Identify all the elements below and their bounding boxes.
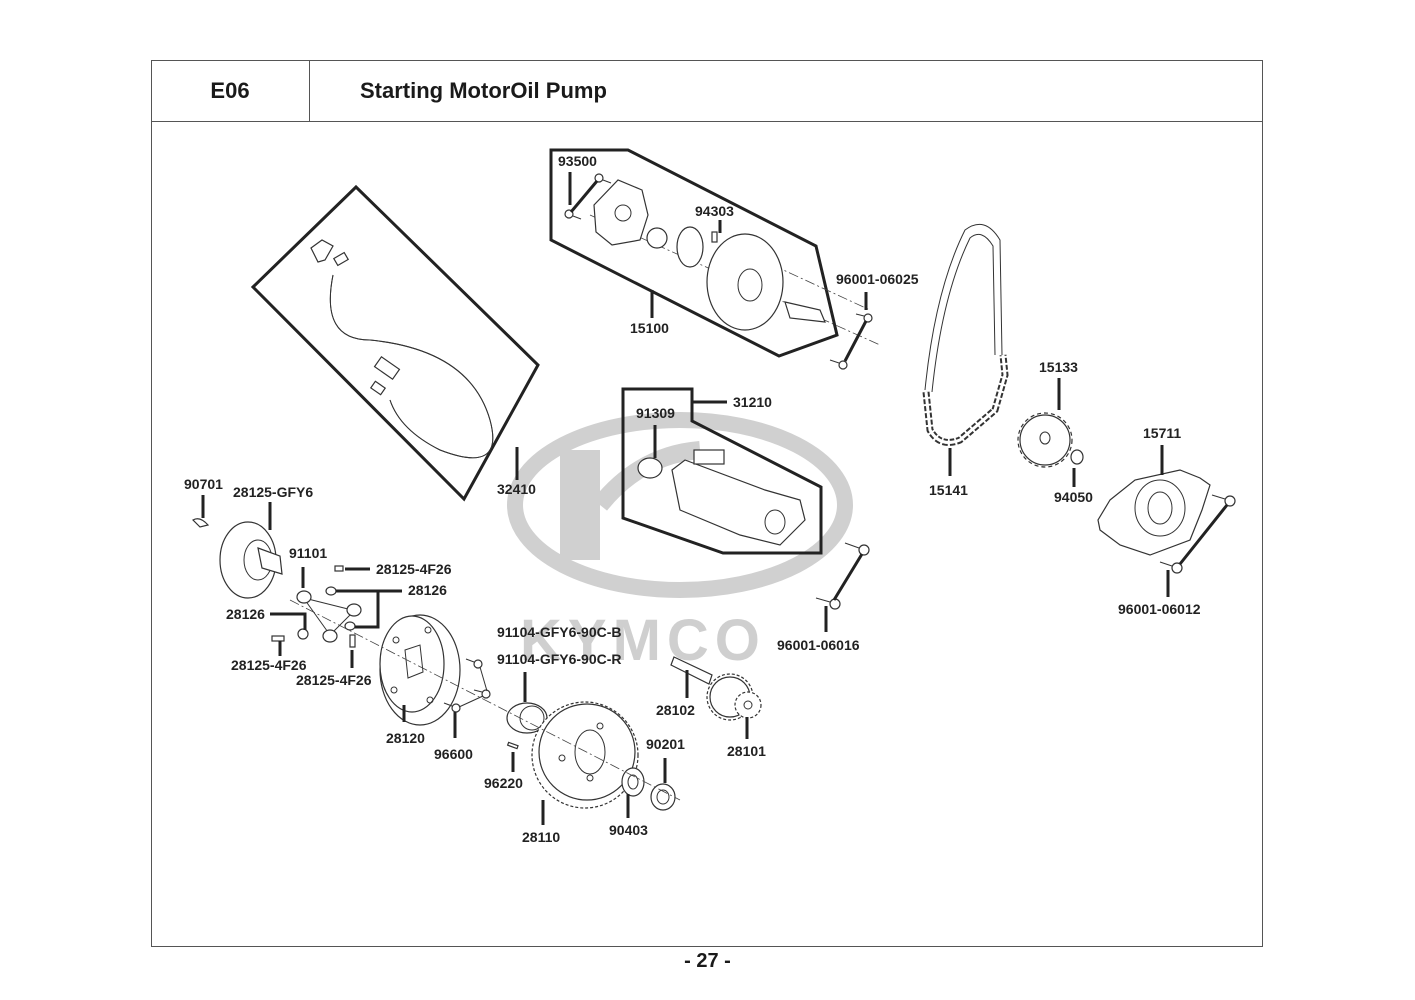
ring-terminal-upper bbox=[332, 251, 350, 267]
part-label: 96001-06025 bbox=[836, 271, 919, 287]
part-label: 15133 bbox=[1039, 359, 1078, 375]
part-label: 15141 bbox=[929, 482, 968, 498]
part-label: 96001-06016 bbox=[777, 637, 860, 653]
part-label: 28125-4F26 bbox=[296, 672, 372, 688]
washer-90403 bbox=[621, 767, 645, 818]
oil-pump-group-outline bbox=[549, 148, 839, 358]
roller-28126 bbox=[270, 586, 402, 640]
pump-shaft bbox=[784, 301, 826, 323]
part-label: 28125-4F26 bbox=[376, 561, 452, 577]
needle-bearing-91104 bbox=[506, 672, 548, 734]
part-label: 94050 bbox=[1054, 489, 1093, 505]
part-label: 28125-GFY6 bbox=[233, 484, 313, 500]
diagram-frame bbox=[151, 60, 1263, 947]
part-label: 28125-4F26 bbox=[231, 657, 307, 673]
terminal-boot-upper bbox=[310, 239, 334, 263]
part-label: 32410 bbox=[497, 481, 536, 497]
clutch-rollers-91101 bbox=[296, 567, 362, 643]
starter-driven-gear-28110 bbox=[531, 701, 639, 825]
pump-cover-plate bbox=[593, 179, 649, 246]
pin-94303 bbox=[711, 231, 718, 243]
part-label: 96600 bbox=[434, 746, 473, 762]
starter-clutch-28120 bbox=[379, 614, 461, 726]
idle-gear-28101 bbox=[706, 673, 762, 739]
nut-94050 bbox=[1070, 449, 1084, 487]
part-label: 90701 bbox=[184, 476, 223, 492]
starter-cable-group-outline bbox=[250, 184, 540, 502]
part-label: 91104-GFY6-90C-R bbox=[497, 651, 622, 667]
screw-93500 bbox=[564, 173, 612, 220]
part-label: 96001-06012 bbox=[1118, 601, 1201, 617]
bolt-96600 bbox=[443, 658, 491, 738]
part-label: 28101 bbox=[727, 743, 766, 759]
part-label: 90403 bbox=[609, 822, 648, 838]
part-label: 15100 bbox=[630, 320, 669, 336]
part-label: 96220 bbox=[484, 775, 523, 791]
part-label: 28126 bbox=[226, 606, 265, 622]
starter-terminal bbox=[693, 449, 725, 465]
part-label: 91104-GFY6-90C-B bbox=[497, 624, 622, 640]
oil-pump-chain-15141 bbox=[922, 223, 1009, 476]
kymco-watermark-text: KYMCO bbox=[520, 608, 766, 673]
oil-pump-cover-15711 bbox=[1097, 445, 1211, 556]
starter-motor bbox=[671, 459, 806, 546]
pump-housing bbox=[706, 233, 784, 331]
clutch-outer-28125-GFY6 bbox=[219, 502, 283, 599]
part-label: 93500 bbox=[558, 153, 597, 169]
idle-gear-shaft-28102 bbox=[670, 656, 713, 698]
part-label: 90201 bbox=[646, 736, 685, 752]
part-label: 31210 bbox=[733, 394, 772, 410]
starter-cable bbox=[329, 274, 494, 459]
outer-rotor bbox=[676, 226, 704, 268]
part-label: 28120 bbox=[386, 730, 425, 746]
terminal-boot-lower bbox=[373, 355, 401, 381]
part-label: 94303 bbox=[695, 203, 734, 219]
part-label: 28110 bbox=[522, 829, 560, 845]
part-label: 28126 bbox=[408, 582, 447, 598]
page-number: - 27 - bbox=[684, 950, 731, 972]
spring-28125-4F26 bbox=[271, 565, 370, 668]
screw-96001-06025 bbox=[829, 313, 873, 370]
starter-cable-assembly bbox=[250, 184, 540, 502]
part-label: 91101 bbox=[289, 545, 327, 561]
kymco-watermark-logo: KYMCO bbox=[507, 412, 853, 673]
bolt-96001-06016 bbox=[815, 542, 870, 632]
oil-pump-assembly bbox=[549, 148, 881, 370]
o-ring-91309 bbox=[637, 457, 663, 479]
starter-motor-group-outline bbox=[621, 387, 823, 555]
inner-rotor bbox=[646, 227, 668, 249]
nut-90201 bbox=[650, 758, 676, 811]
bolt-96001-06012 bbox=[1159, 494, 1236, 597]
woodruff-key-90701 bbox=[192, 495, 210, 528]
section-code: E06 bbox=[151, 60, 310, 122]
starter-motor-assembly bbox=[621, 387, 823, 555]
part-label: 91309 bbox=[636, 405, 675, 421]
part-label: 28102 bbox=[656, 702, 695, 718]
page-title: Starting MotorOil Pump bbox=[310, 60, 1263, 122]
ring-terminal-lower bbox=[369, 380, 387, 396]
sprocket-15133 bbox=[1017, 378, 1073, 468]
part-label: 15711 bbox=[1143, 425, 1181, 441]
pin-96220 bbox=[506, 741, 519, 772]
